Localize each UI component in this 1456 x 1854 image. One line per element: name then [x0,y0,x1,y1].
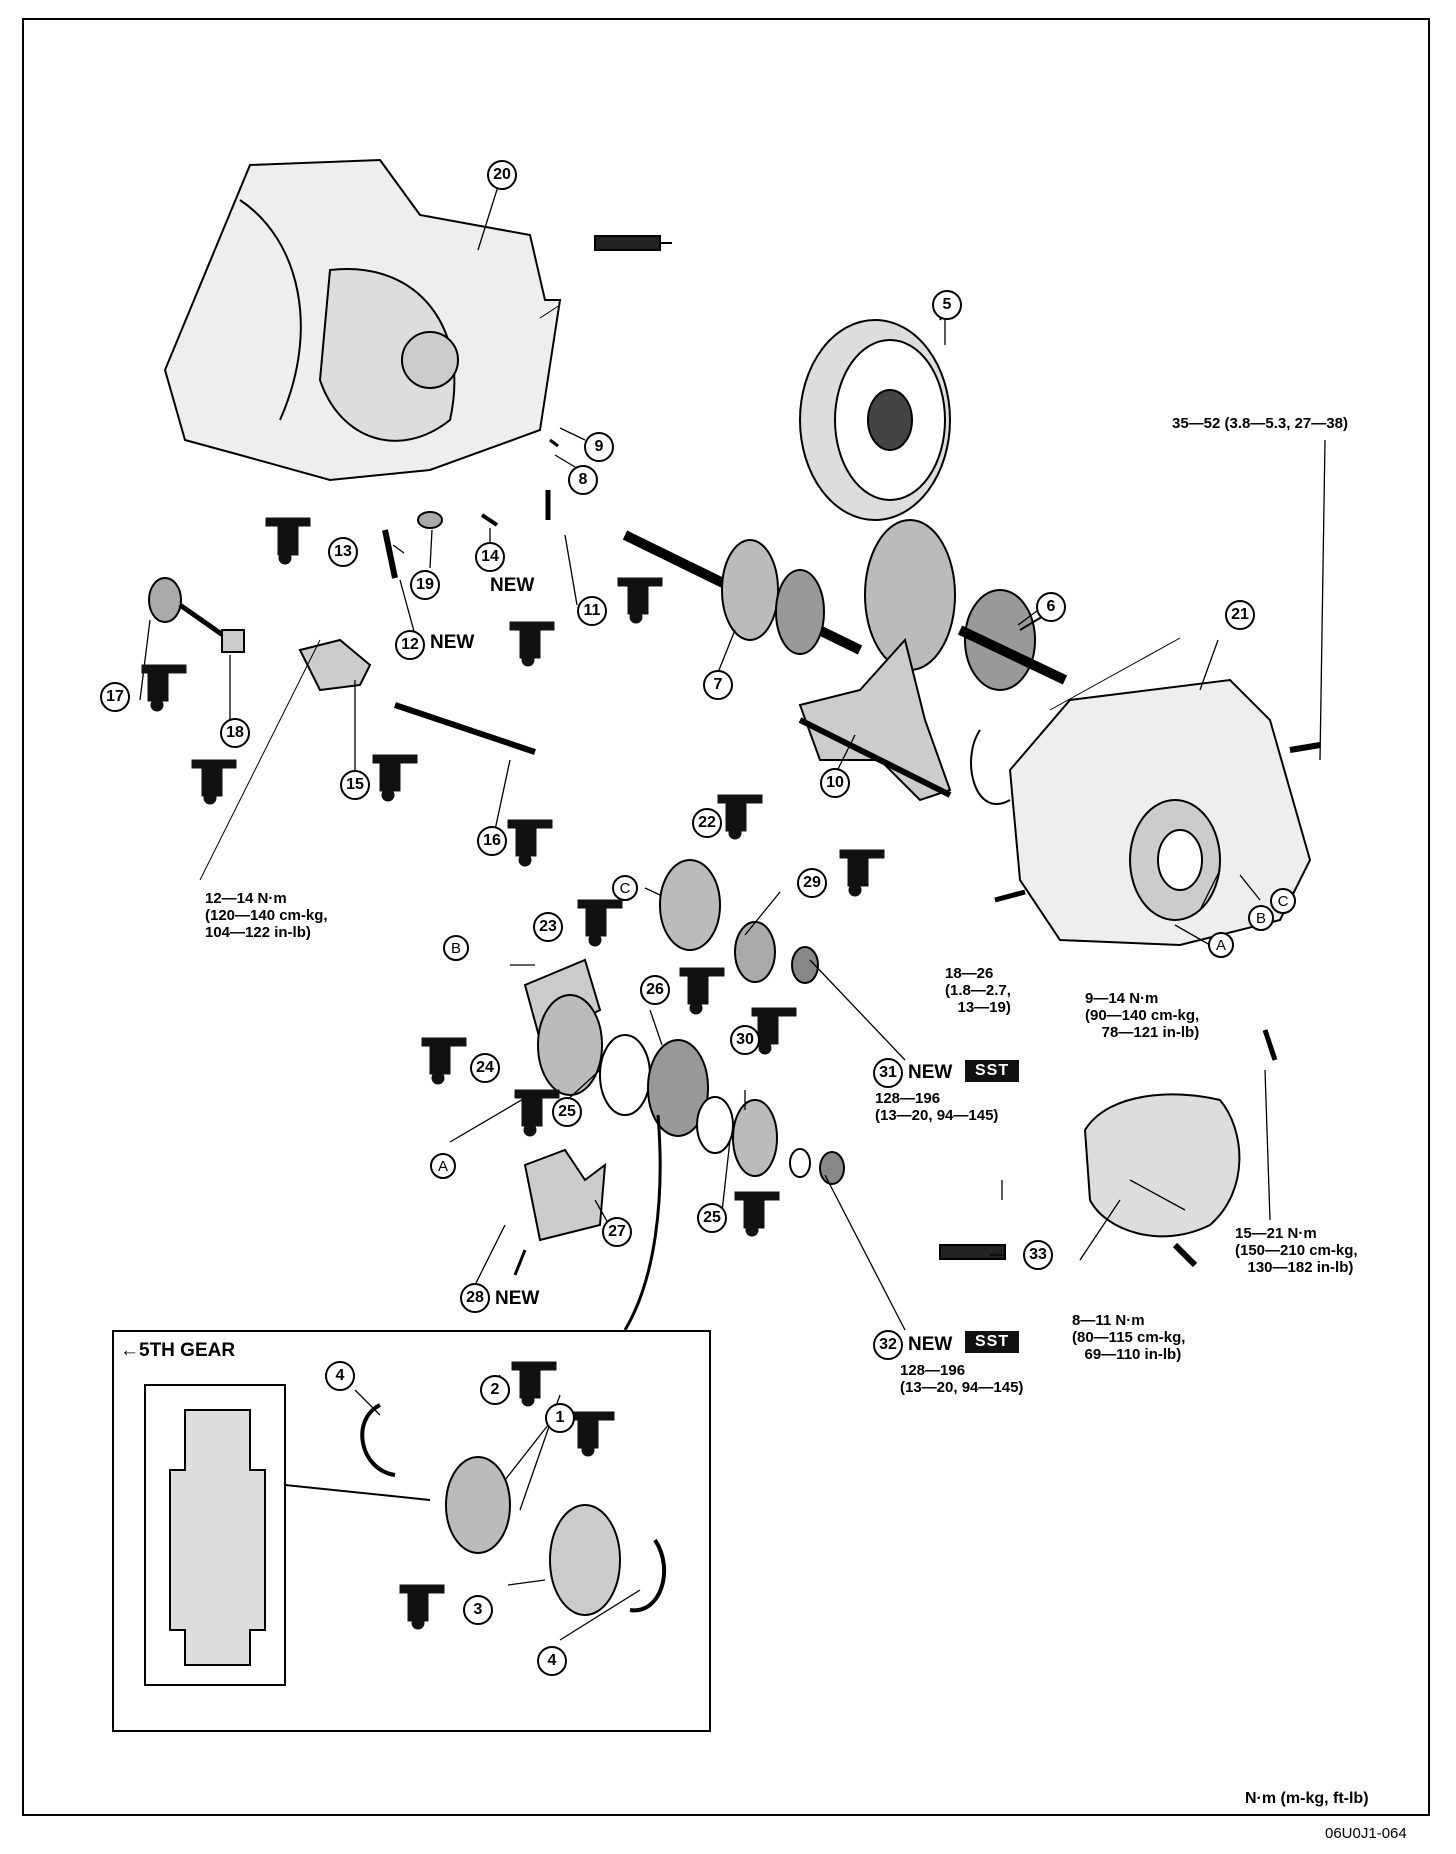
grease-icon [514,1089,560,1137]
inset-panel [112,1330,711,1732]
callout-25b: 25 [697,1203,727,1233]
inset-title: ←5TH GEAR [120,1340,236,1361]
callout-18: 18 [220,718,250,748]
grease-icon [191,759,237,805]
callout-4b: 4 [537,1646,567,1676]
callout-31: 31 [873,1058,903,1088]
torque-spec: 128—196 (13—20, 94—145) [875,1090,999,1124]
grease-icon [577,899,623,947]
secondary-shaft-gears [864,519,956,671]
grease-icon [421,1037,467,1085]
grease-icon [679,967,725,1015]
grease-icon [372,754,418,802]
sealant-tube-top [594,235,661,251]
grease-icon [569,1411,615,1457]
callout-26: 26 [640,975,670,1005]
callout-15: 15 [340,770,370,800]
callout-1: 1 [545,1403,575,1433]
ref-letter-b: B [1248,905,1274,931]
shift-fork [798,637,952,802]
torque-spec: 8—11 N·m (80—115 cm-kg, 69—110 in-lb) [1072,1312,1186,1363]
ref-letter-b: B [443,935,469,961]
new-part-tag: NEW [430,632,475,653]
grease-icon [734,1191,780,1237]
fifth-shift-fork [523,1148,607,1242]
callout-14: 14 [475,542,505,572]
ref-letter-c: C [612,875,638,901]
grease-icon [141,664,187,712]
new-part-tag: NEW [490,575,535,596]
grease-icon [839,849,885,897]
callout-5: 5 [932,290,962,320]
grease-icon [399,1584,445,1630]
callout-10: 10 [820,768,850,798]
callout-28: 28 [460,1283,490,1313]
synchronizer-hub [445,1456,511,1554]
callout-27: 27 [602,1217,632,1247]
torque-spec: 9—14 N·m (90—140 cm-kg, 78—121 in-lb) [1085,990,1200,1041]
callout-7: 7 [703,670,733,700]
callout-2: 2 [480,1375,510,1405]
callout-3: 3 [463,1595,493,1625]
callout-13: 13 [328,537,358,567]
torque-spec: 12—14 N·m (120—140 cm-kg, 104—122 in-lb) [205,890,328,941]
callout-22: 22 [692,808,722,838]
main-shaft-gear [721,539,779,641]
grease-icon [717,794,763,840]
callout-8: 8 [568,465,598,495]
torque-spec: 18—26 (1.8—2.7, 13—19) [945,965,1011,1016]
callout-20: 20 [487,160,517,190]
callout-24: 24 [470,1053,500,1083]
sst-tag: SST [965,1331,1020,1353]
ref-letter-a: A [1208,932,1234,958]
torque-spec: 35—52 (3.8—5.3, 27—38) [1172,415,1348,432]
grease-icon [511,1361,557,1407]
callout-12: 12 [395,630,425,660]
callout-29: 29 [797,868,827,898]
callout-33: 33 [1023,1240,1053,1270]
grease-icon [265,517,311,565]
callout-4a: 4 [325,1361,355,1391]
grease-icon [509,621,555,667]
figure-frame [22,18,1430,1816]
torque-spec: 15—21 N·m (150—210 cm-kg, 130—182 in-lb) [1235,1225,1358,1276]
sst-tag: SST [965,1060,1020,1082]
callout-32: 32 [873,1330,903,1360]
callout-30: 30 [730,1025,760,1055]
callout-6: 6 [1036,592,1066,622]
fifth-gear-driven [659,859,721,951]
rear-cover [1083,1093,1241,1238]
ref-letter-a: A [430,1153,456,1179]
callout-17: 17 [100,682,130,712]
grease-icon [617,577,663,624]
callout-9: 9 [584,432,614,462]
callout-21: 21 [1225,600,1255,630]
torque-spec: 128—196 (13—20, 94—145) [900,1362,1024,1396]
callout-23: 23 [533,912,563,942]
callout-16: 16 [477,826,507,856]
fifth-gear-drive [537,994,603,1096]
synchronizer-sleeve [549,1504,621,1616]
grease-icon [507,819,553,867]
sealant-tube-bottom [939,1244,1006,1260]
callout-25a: 25 [552,1097,582,1127]
ref-letter-c: C [1270,888,1296,914]
grease-icon [751,1007,797,1055]
new-part-tag: NEW [908,1062,953,1083]
new-part-tag: NEW [908,1334,953,1355]
callout-11: 11 [577,596,607,626]
figure-code: 06U0J1-064 [1325,1825,1407,1842]
callout-19: 19 [410,570,440,600]
units-note: N·m (m-kg, ft-lb) [1245,1790,1369,1807]
new-part-tag: NEW [495,1288,540,1309]
